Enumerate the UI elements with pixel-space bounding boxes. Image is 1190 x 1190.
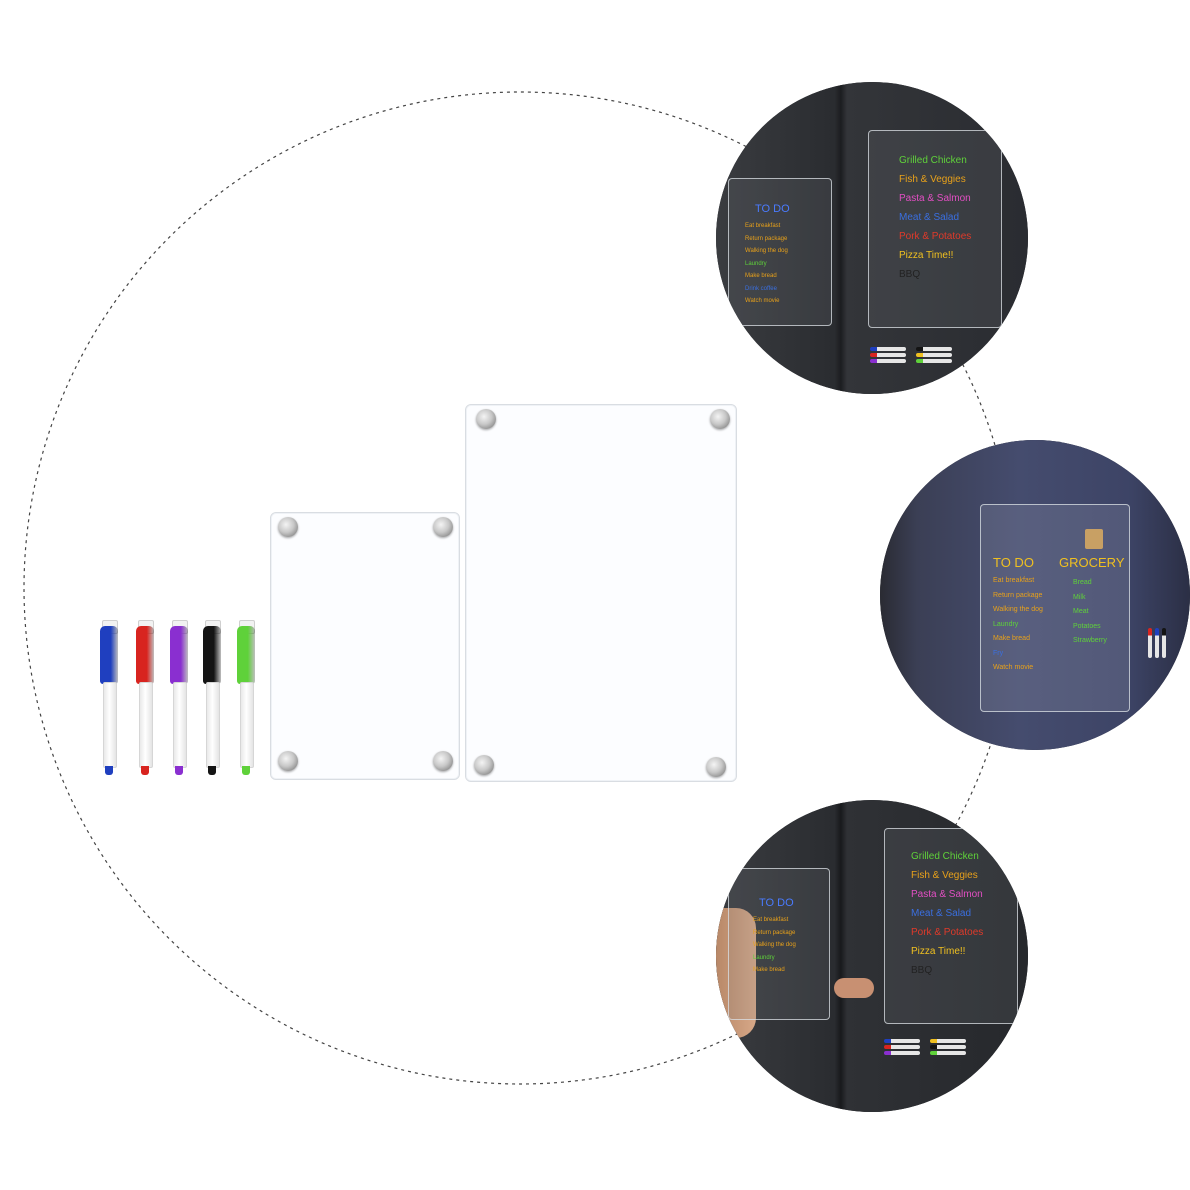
mini-marker [884,1051,920,1055]
mini-marker [916,359,952,363]
list-item: Meat & Salad [899,212,960,223]
mini-marker [930,1051,966,1055]
mini-marker [870,353,906,357]
mini-marker [916,353,952,357]
list-item: Eat breakfast [745,223,781,229]
small-acrylic-board [270,512,460,780]
fridge-door-blue [880,440,1190,750]
todo-title: TO DO [759,897,794,909]
mini-marker [916,347,952,351]
marker-barrel [139,682,153,768]
list-item: Eat breakfast [993,577,1035,584]
list-item: Walking the dog [753,942,796,948]
list-item: Make bread [993,635,1030,642]
fridge-door-dark [716,800,1028,1112]
list-item: Grilled Chicken [899,155,967,166]
list-item: Watch movie [745,298,780,304]
list-item: Laundry [993,620,1019,628]
board-screw [433,751,453,771]
todo-title: TO DO [993,555,1034,570]
list-item: Return package [753,929,796,936]
list-item: Walking the dog [745,248,788,254]
list-item: Pork & Potatoes [911,927,984,938]
board-screw [706,757,726,777]
mini-marker [930,1045,966,1049]
list-item: BBQ [911,965,933,976]
marker-cap [100,626,118,684]
marker-barrel [206,682,220,768]
marker-cap [237,626,255,684]
list-item: Milk [1073,593,1086,601]
list-item: Return package [993,591,1043,599]
mini-markers-tray [882,1036,978,1058]
mini-marker [884,1039,920,1043]
mini-marker [1155,628,1159,658]
list-item: Pasta & Salmon [899,193,971,204]
marker-tip [105,766,113,775]
list-item: Fish & Veggies [899,174,966,185]
marker-barrel [103,682,117,768]
marker-barrel [173,682,187,768]
list-item: Eat breakfast [753,917,789,923]
list-item: Strawberry [1073,637,1107,644]
mini-markers-holder [1146,628,1170,668]
mini-marker [870,359,906,363]
board-screw [278,517,298,537]
marker-tip [141,766,149,775]
list-item: Pasta & Salmon [911,889,983,900]
marker-tip [242,766,250,775]
list-item: Watch movie [993,664,1034,671]
mini-marker [1162,628,1166,658]
board-screw [710,409,730,429]
mini-marker [884,1045,920,1049]
list-item: Pizza Time!! [899,250,954,261]
list-item: Meat [1073,608,1089,615]
grocery-title: GROCERY [1059,555,1125,570]
marker-tip [175,766,183,775]
list-item: Drink coffee [745,285,777,292]
board-screw [433,517,453,537]
large-acrylic-board [465,404,737,782]
list-item: Fish & Veggies [911,870,978,881]
list-item: Make bread [745,273,777,279]
list-item: Bread [1073,579,1092,586]
list-item: Make bread [753,967,785,973]
mini-marker [1148,628,1152,658]
todo-title: TO DO [755,203,790,215]
fridge-door-dark [716,82,1028,394]
list-item: Pork & Potatoes [899,231,972,242]
person-arm [716,908,756,1038]
list-item: Potatoes [1073,622,1101,630]
marker-tip [208,766,216,775]
list-item: BBQ [899,269,921,280]
list-item: Pizza Time!! [911,946,966,957]
hand [834,978,874,998]
board-screw [476,409,496,429]
list-item: Laundry [745,260,767,267]
list-item: Laundry [753,954,775,961]
board-screw [474,755,494,775]
mini-marker [870,347,906,351]
list-item: Meat & Salad [911,908,972,919]
mini-marker [930,1039,966,1043]
board-screw [278,751,298,771]
list-item: Grilled Chicken [911,851,979,862]
bag-icon [1085,529,1103,549]
list-item: Fry [993,649,1004,657]
marker-cap [203,626,221,684]
marker-cap [136,626,154,684]
mini-markers-tray [868,344,958,366]
list-item: Return package [745,235,788,242]
marker-cap [170,626,188,684]
list-item: Walking the dog [993,606,1043,613]
marker-barrel [240,682,254,768]
